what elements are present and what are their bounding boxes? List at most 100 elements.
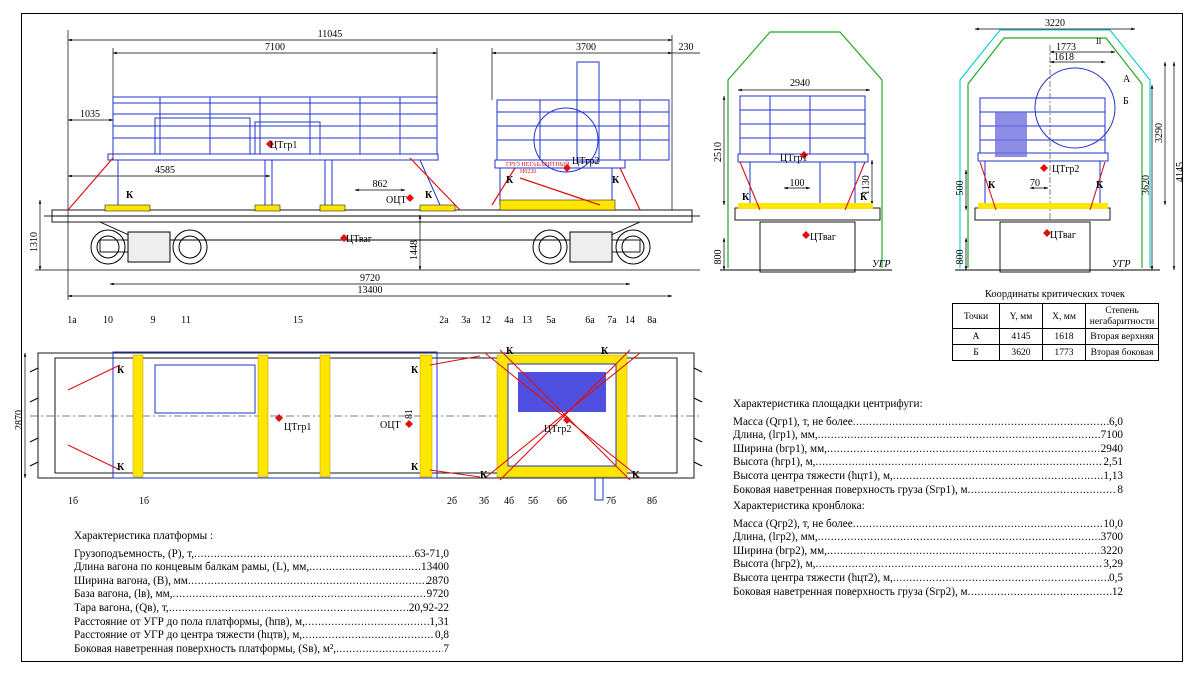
char-row: Длина, (lгр2), мм,3700	[733, 531, 1123, 545]
dim-side-cg1: 4585	[155, 165, 175, 176]
bogies	[90, 229, 651, 265]
char-value: 6,0	[1109, 415, 1123, 428]
char-row: Расстояние от УГР до центра тяжести (hцт…	[74, 629, 449, 643]
char-label: Ширина вагона, (В), мм	[74, 574, 188, 587]
char-row: Боковая наветренная поверхность груза (S…	[733, 484, 1123, 498]
leader-dots	[853, 518, 1104, 532]
table-cell: 4145	[999, 328, 1043, 345]
char-row: База вагона, (lв), мм,9720	[74, 588, 449, 602]
char-label: Высота (hгр1), м,	[733, 456, 816, 469]
label-ugr-front: УГР	[872, 259, 891, 270]
char-value: 12	[1111, 585, 1123, 598]
callout-plan-top: 6а	[585, 315, 595, 326]
char-value: 2,51	[1103, 456, 1123, 469]
char-row: Расстояние от УГР до пола платформы, (hп…	[74, 616, 449, 630]
dim-rear-3290: 3290	[1154, 123, 1165, 143]
leader-dots	[302, 629, 435, 643]
label-ct-gr2-rear: ЦТгр2	[1052, 164, 1079, 175]
dim-side-total: 11045	[318, 29, 343, 40]
critical-points-table: Точки Y, мм X, мм Степень негабаритности…	[952, 303, 1159, 361]
dim-side-height: 1310	[29, 232, 40, 252]
table-cell: Вторая боковая	[1085, 344, 1159, 361]
label-k: К	[117, 462, 125, 473]
table-header-cell: Точки	[952, 303, 1000, 329]
char-label: Длина вагона по концевым балкам рамы, (L…	[74, 561, 310, 574]
char-label: Масса (Qгр1), т, не более	[733, 415, 853, 428]
char-label: Боковая наветренная поверхность груза (S…	[733, 483, 968, 496]
dim-side-crane: 3700	[576, 42, 596, 53]
leader-dots	[194, 548, 414, 562]
char-value: 8	[1117, 483, 1123, 496]
dim-rear-width: 3220	[1045, 18, 1065, 29]
leader-dots	[818, 531, 1101, 545]
dim-side-floor: 1448	[409, 240, 420, 260]
callout-plan-top: 1а	[67, 315, 77, 326]
char-label: Высота центра тяжести (hцт1), м,	[733, 469, 893, 482]
callout-plan-top: 3а	[461, 315, 471, 326]
label-ct-vag-side: ЦТваг	[346, 234, 372, 245]
callout-plan-top: 7а	[607, 315, 617, 326]
label-k: К	[480, 470, 488, 481]
char-value: 2870	[426, 574, 449, 587]
char-value: 13400	[421, 561, 449, 574]
char-row: Длина, (lгр1), мм,7100	[733, 429, 1123, 443]
char-row: Длина вагона по концевым балкам рамы, (L…	[74, 561, 449, 575]
callout-plan-top: 2а	[439, 315, 449, 326]
dim-front-cg-h: 1130	[861, 175, 872, 195]
label-k: К	[742, 192, 750, 203]
char-label: Масса (Qгр2), т, не более	[733, 517, 853, 530]
label-point-b: Б	[1123, 96, 1129, 107]
dim-plan-cg-shift: 81	[404, 409, 415, 419]
char-value: 3700	[1100, 531, 1123, 544]
char-row: Тара вагона, (Qв), т,20,92-22	[74, 602, 449, 616]
char-row: Масса (Qгр2), т, не более 10,0	[733, 518, 1123, 532]
dim-front-width: 2940	[790, 78, 810, 89]
drawing-frame	[21, 13, 1183, 662]
callout-plan-bottom: 4б	[504, 496, 514, 507]
cargo-tag-line1: ГРУЗ НЕГАБАРИТНЫЙ	[506, 160, 570, 168]
label-k: К	[632, 470, 640, 481]
leader-dots	[336, 643, 443, 657]
char-row: Ширина (bгр2), мм, 3220	[733, 545, 1123, 559]
leader-dots	[815, 558, 1103, 572]
dim-rear-1773: 1773	[1056, 42, 1076, 53]
centrifuge-char-title: Характеристика площадки центрифуги:	[733, 398, 923, 410]
char-row: Высота центра тяжести (hцт2), м,0,5	[733, 572, 1123, 586]
dim-front-cg-shift: 100	[790, 178, 805, 189]
label-k: К	[411, 462, 419, 473]
leader-dots	[305, 616, 430, 630]
callout-side: 11	[181, 315, 191, 326]
label-ct-vag-rear: ЦТваг	[1050, 230, 1076, 241]
char-label: Ширина (bгр2), мм,	[733, 544, 827, 557]
char-label: Боковая наветренная поверхность груза (S…	[733, 585, 968, 598]
dim-rear-70: 70	[1030, 178, 1040, 189]
char-row: Боковая наветренная поверхность груза (S…	[733, 586, 1123, 600]
char-row: Ширина вагона, (В), мм 2870	[74, 575, 449, 589]
leader-dots	[893, 470, 1104, 484]
centrifuge-characteristics: Характеристика площадки центрифуги: Масс…	[733, 398, 1123, 497]
callout-side: 10	[103, 315, 113, 326]
char-row: Ширина (bгр1), мм,2940	[733, 443, 1123, 457]
char-value: 3220	[1100, 544, 1123, 557]
callout-plan-top: 4а	[504, 315, 514, 326]
callout-side: 9	[151, 315, 156, 326]
label-k: К	[860, 192, 868, 203]
label-ct-gr2-side: ЦТгр2	[572, 156, 599, 167]
leader-dots	[169, 602, 409, 616]
char-value: 10,0	[1103, 517, 1123, 530]
label-k: К	[601, 346, 609, 357]
char-value: 3,29	[1103, 558, 1123, 571]
table-header-cell: X, мм	[1042, 303, 1086, 329]
char-label: Ширина (bгр1), мм,	[733, 442, 827, 455]
platform-characteristics: Характеристика платформы : Грузоподъемно…	[74, 530, 449, 656]
label-ct-gr2-plan: ЦТгр2	[544, 424, 571, 435]
leader-dots	[853, 416, 1109, 430]
callout-plan-bottom: 1б	[139, 496, 149, 507]
cargo-tag-line2: Н0220	[520, 169, 536, 175]
dim-rear-base: 800	[955, 250, 966, 265]
char-label: Тара вагона, (Qв), т,	[74, 601, 169, 614]
label-k: К	[411, 365, 419, 376]
callout-plan-bottom: 6б	[557, 496, 567, 507]
dim-rear-4145: 4145	[1175, 162, 1186, 182]
